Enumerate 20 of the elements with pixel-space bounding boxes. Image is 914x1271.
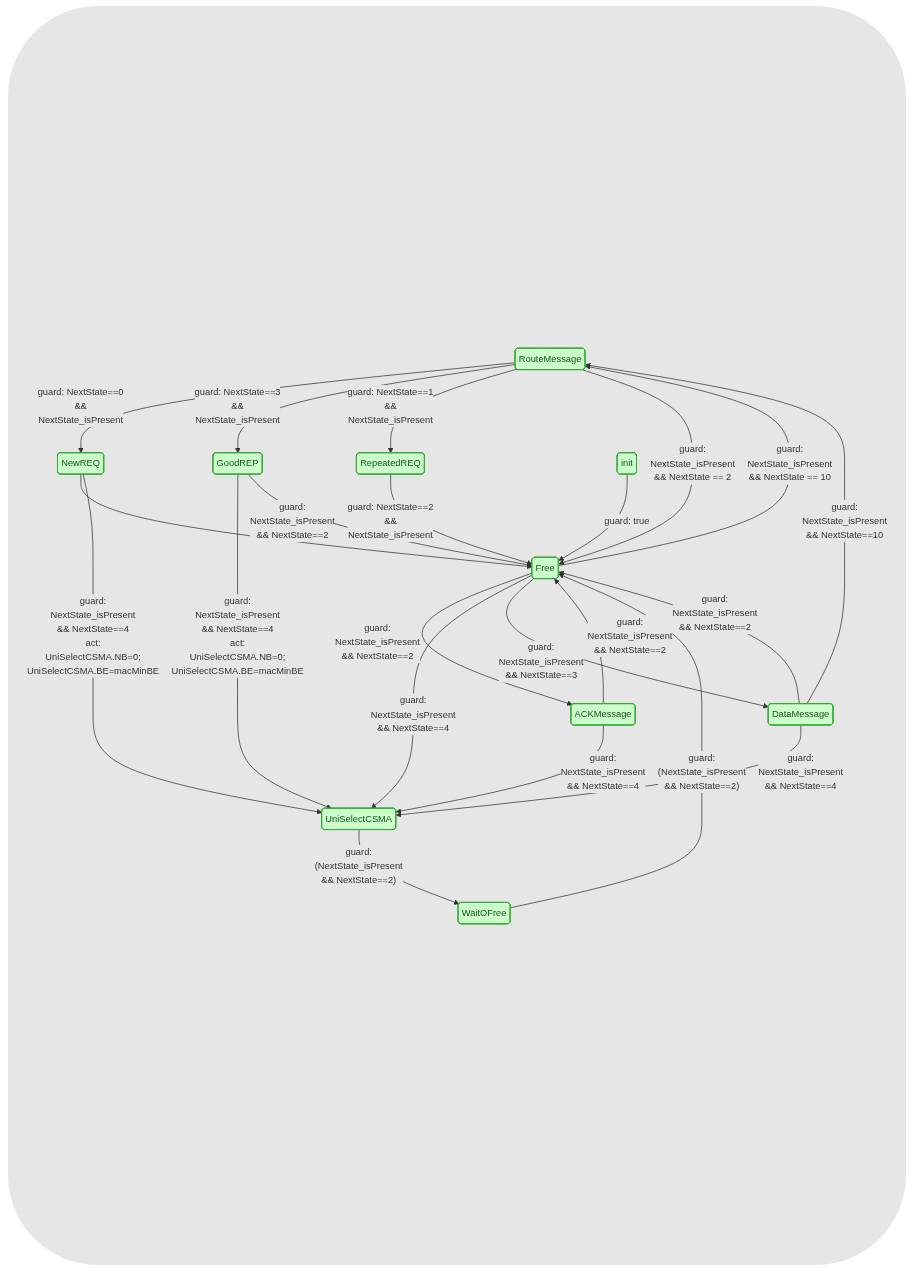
edge-label: guard: NextState==0 && NextState_isPresent — [37, 385, 124, 425]
edge-label: guard: NextState_isPresent && NextState==4 — [370, 694, 456, 733]
edge-label: guard: NextState_isPresent && NextState==3 — [498, 641, 584, 680]
edge-label: guard: NextState==1 && NextState_isPresent — [347, 385, 434, 425]
edge-label: guard: true — [604, 514, 650, 526]
edge-label: guard: NextState_isPresent && NextState==2 — [335, 621, 420, 661]
edge-label: guard: NextState_isPresent && NextState==4 — [560, 751, 646, 790]
edge-label: guard: NextState_isPresent && NextState==4 — [758, 751, 844, 790]
edge-label: guard: NextState==2 && NextState_isPresent — [347, 500, 434, 540]
edge-label: guard: NextState_isPresent && NextState==4 act: UniSelectCSMA.NB=0; UniSelectCSMA.BE=macMinBE — [171, 594, 304, 676]
edge-label: guard: NextState_isPresent && NextState==2 — [249, 500, 335, 540]
edge-label: guard: NextState_isPresent && NextState == 2 — [650, 443, 735, 482]
edge-label: guard: (NextState_isPresent && NextState==2) — [314, 845, 403, 885]
edge-label: guard: (NextState_isPresent && NextState==2) — [657, 751, 746, 790]
edge-label: guard: NextState_isPresent && NextState==4 act: UniSelectCSMA.NB=0; UniSelectCSMA.BE=macMinBE — [26, 594, 160, 676]
edge-label: guard: NextState_isPresent && NextState == 10 — [747, 443, 833, 482]
edge-label: guard: NextState_isPresent && NextState==2 — [587, 615, 673, 655]
edge-label: guard: NextState==3 && NextState_isPresent — [194, 385, 281, 425]
edge-label: guard: NextState_isPresent && NextState==10 — [802, 500, 888, 540]
edge-label: guard: NextState_isPresent && NextState==2 — [672, 592, 758, 632]
